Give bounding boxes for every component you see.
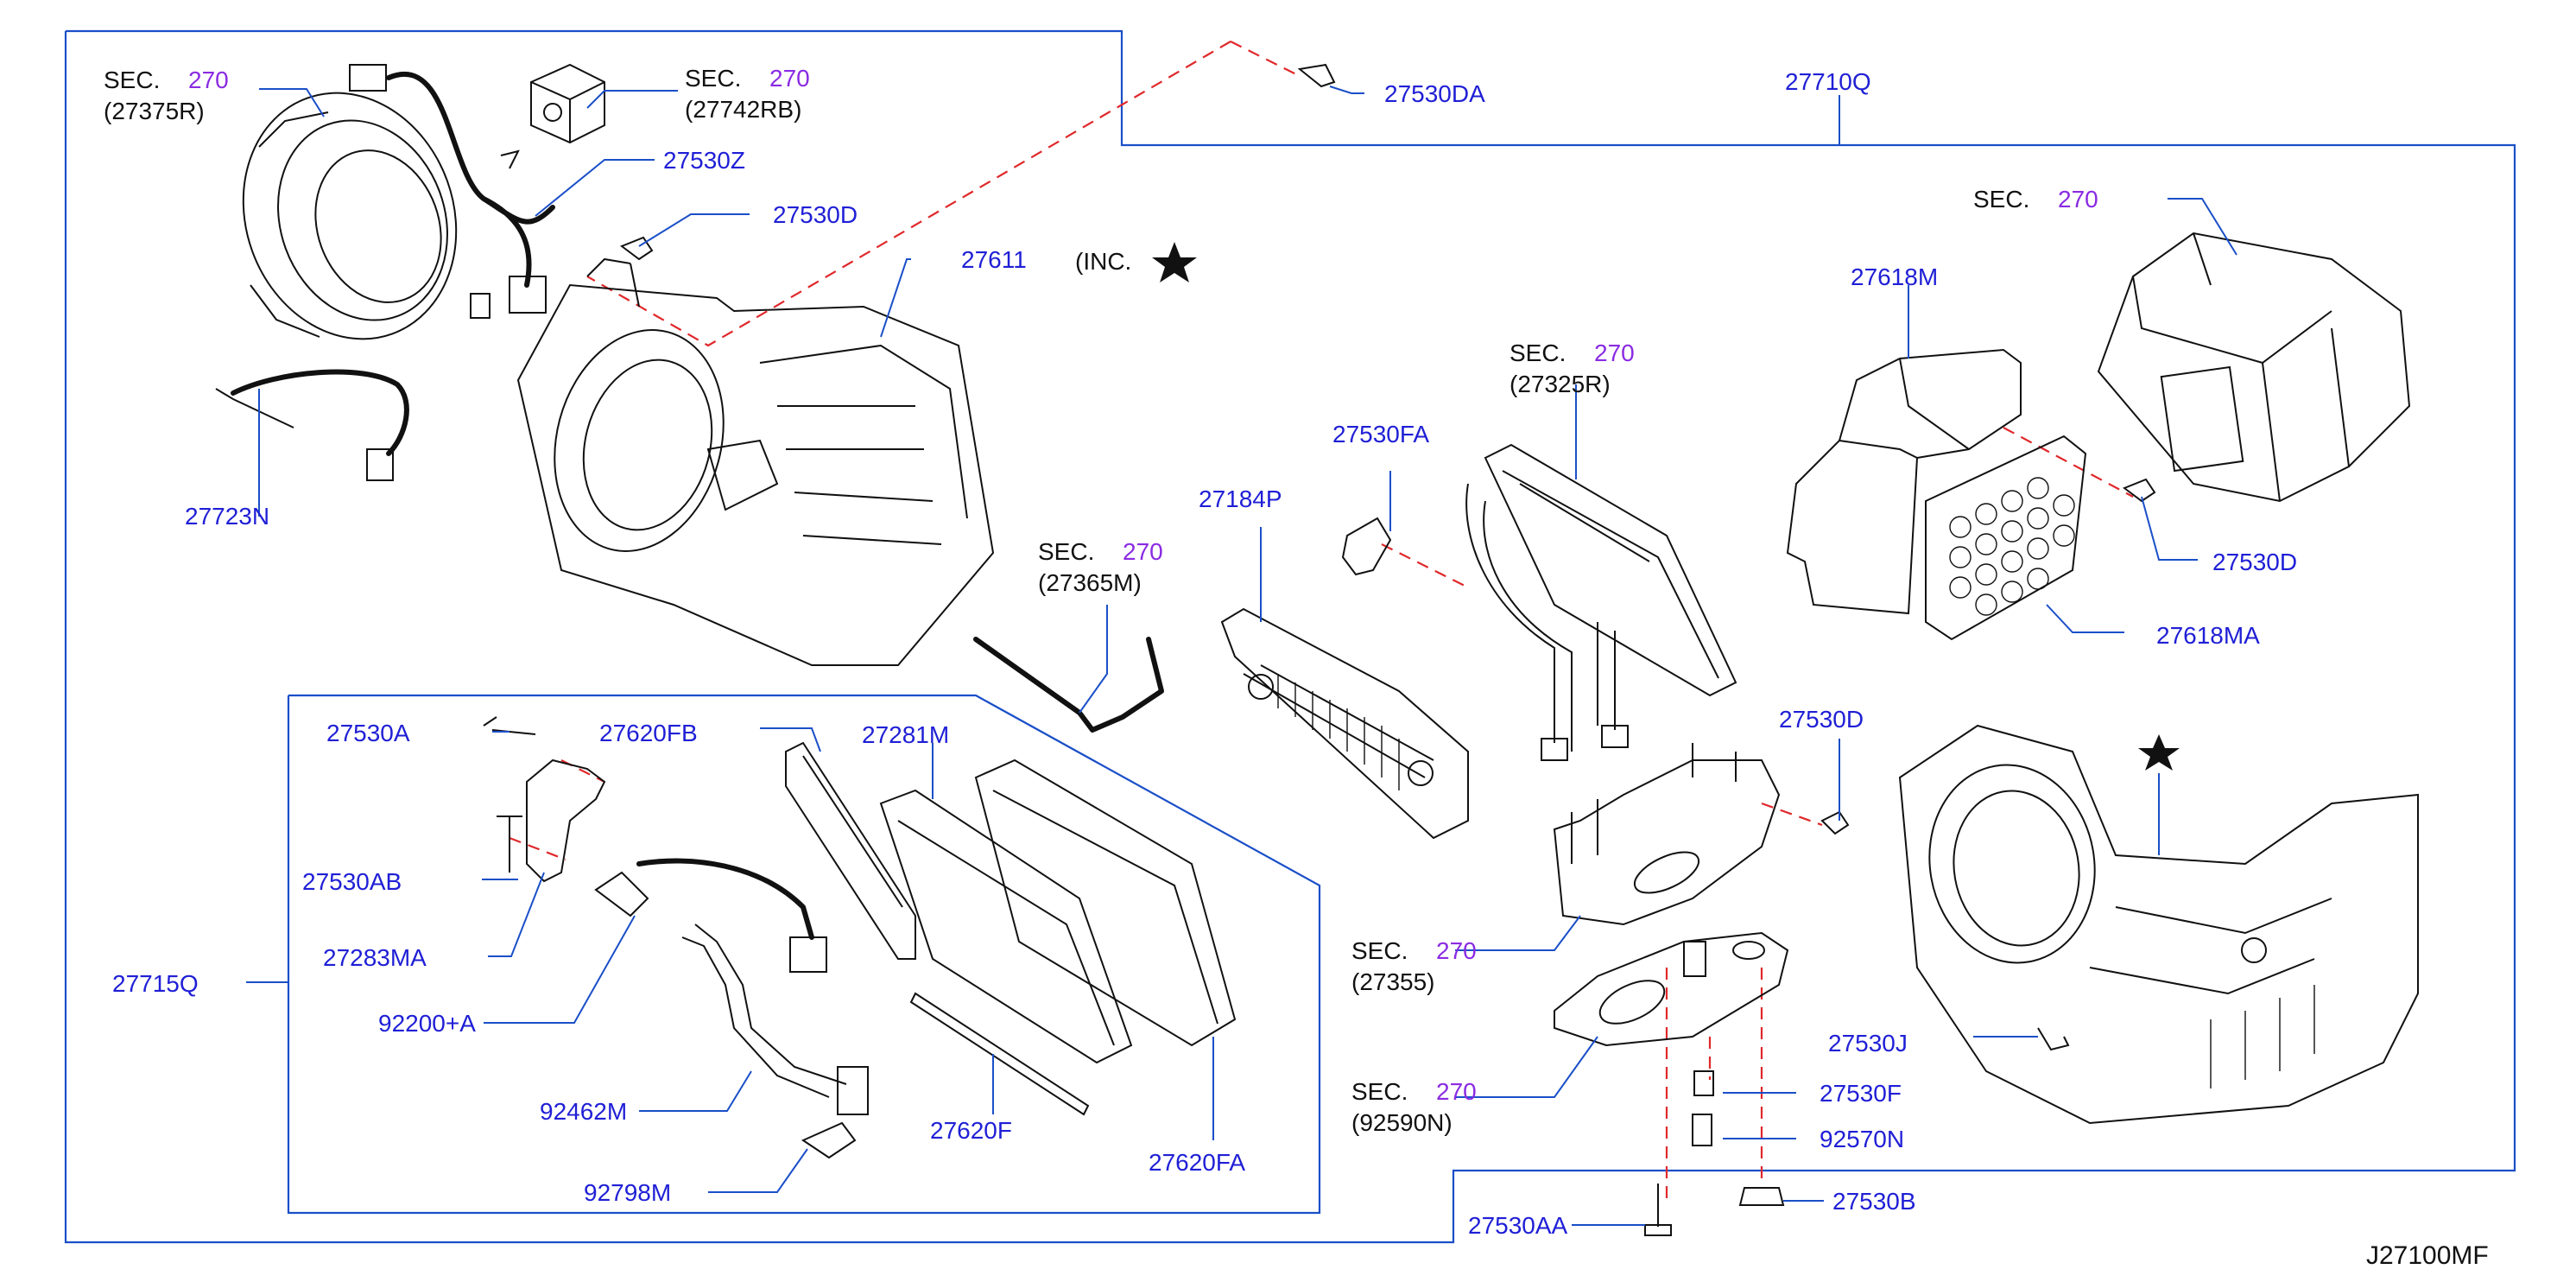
part-label-27530aa: 27530AA bbox=[1468, 1212, 1568, 1239]
part-label-27530fa: 27530FA bbox=[1332, 421, 1429, 447]
part-label-27620f: 27620F bbox=[930, 1117, 1012, 1144]
part-label-92200a: 92200+A bbox=[378, 1010, 476, 1037]
blower-case-27611-drawing bbox=[516, 257, 995, 666]
sec-prefix-27365m: SEC. bbox=[1038, 538, 1094, 565]
bracket-27530fa-drawing bbox=[1341, 517, 1392, 576]
diagram-code: J27100MF bbox=[2366, 1241, 2489, 1270]
assembly-label-27715q: 27715Q bbox=[112, 970, 199, 997]
sec-prefix-27325r: SEC. bbox=[1510, 340, 1566, 366]
part-label-27611: 27611 bbox=[961, 246, 1027, 273]
part-label-27620fb: 27620FB bbox=[599, 720, 698, 746]
sec-prefix-27742rb: SEC. bbox=[685, 65, 741, 92]
sec-number-27325r: 270 bbox=[1594, 340, 1635, 366]
sec-ref-92590n: (92590N) bbox=[1351, 1109, 1453, 1136]
grille-27618ma-drawing bbox=[1925, 435, 2087, 641]
part-label-27530d-mid: 27530D bbox=[1779, 706, 1864, 733]
sec-number-27742rb: 270 bbox=[769, 65, 810, 92]
sec-ref-27365m: (27365M) bbox=[1038, 569, 1142, 596]
seal-27620f-drawing bbox=[909, 992, 1090, 1116]
sec-ref-27325r: (27325R) bbox=[1510, 371, 1611, 397]
rear-blower-kit-drawing bbox=[483, 716, 869, 1159]
sec-prefix-92590n: SEC. bbox=[1351, 1078, 1408, 1105]
sec-prefix-heater: SEC. bbox=[1973, 186, 2029, 213]
heater-unit-sec270-drawing bbox=[2097, 232, 2411, 503]
part-label-27530d-right: 27530D bbox=[2212, 549, 2297, 575]
part-label-27530b: 27530B bbox=[1832, 1188, 1916, 1215]
sec-number-27375r: 270 bbox=[188, 67, 229, 93]
evaporator-27281m-drawing bbox=[879, 789, 1133, 1064]
motor-harness-drawing bbox=[349, 64, 555, 319]
sec-ref-27742rb: (27742RB) bbox=[685, 96, 801, 123]
duct-27618m-drawing bbox=[1786, 348, 2022, 615]
evaporator-27325r-drawing bbox=[1465, 443, 1737, 761]
filter-27620fa-drawing bbox=[974, 758, 1237, 1047]
part-label-27530z: 27530Z bbox=[663, 147, 745, 174]
part-label-27184p: 27184P bbox=[1199, 486, 1282, 512]
part-label-27618ma: 27618MA bbox=[2156, 622, 2260, 649]
part-label-27530ab: 27530AB bbox=[302, 868, 402, 895]
part-label-27530f: 27530F bbox=[1820, 1080, 1902, 1107]
labels: SEC. 270 (27375R) SEC. 270 (27742RB) 275… bbox=[104, 65, 2489, 1270]
sec-prefix-27375r: SEC. bbox=[104, 67, 160, 93]
assembly-dash-lines bbox=[509, 41, 2134, 1201]
part-label-27723n: 27723N bbox=[185, 503, 269, 530]
part-label-27620fa: 27620FA bbox=[1149, 1149, 1245, 1176]
blower-motor-drawing bbox=[242, 92, 458, 340]
part-label-27281m: 27281M bbox=[862, 721, 949, 748]
part-label-27530da: 27530DA bbox=[1384, 80, 1485, 107]
case-27355-drawing bbox=[1553, 743, 1781, 926]
fasteners-drawing bbox=[619, 63, 2156, 1236]
sec-number-92590n: 270 bbox=[1436, 1078, 1477, 1105]
part-label-27530a: 27530A bbox=[326, 720, 410, 746]
sec-number-27355: 270 bbox=[1436, 937, 1477, 964]
assembly-frames bbox=[64, 29, 2516, 1244]
inc-star-icon bbox=[1152, 242, 1197, 282]
sec-number-heater: 270 bbox=[2058, 186, 2098, 213]
filter-27620fb-drawing bbox=[785, 741, 916, 960]
sec-ref-27375r: (27375R) bbox=[104, 98, 205, 124]
sec-prefix-27355: SEC. bbox=[1351, 937, 1408, 964]
kit-27715q-frame bbox=[287, 694, 1321, 1215]
assembly-label-27710q: 27710Q bbox=[1785, 68, 1871, 95]
part-label-27530j: 27530J bbox=[1828, 1030, 1908, 1057]
sec-number-27365m: 270 bbox=[1123, 538, 1163, 565]
actuator-27742rb-drawing bbox=[530, 63, 605, 144]
part-label-92462m: 92462M bbox=[540, 1098, 627, 1125]
drain-92590n-drawing bbox=[1554, 931, 1789, 1047]
part-label-27530d-top: 27530D bbox=[773, 201, 858, 228]
leader-lines bbox=[246, 86, 2237, 1226]
part-label-27283ma: 27283MA bbox=[323, 944, 427, 971]
star-icon bbox=[2138, 734, 2180, 771]
part-label-27618m: 27618M bbox=[1851, 263, 1938, 290]
sec-ref-27355: (27355) bbox=[1351, 968, 1435, 995]
star-marks bbox=[1152, 242, 2180, 771]
inc-note: (INC. bbox=[1075, 248, 1131, 275]
main-outline-frame bbox=[64, 29, 2516, 1244]
part-label-92570n: 92570N bbox=[1820, 1126, 1904, 1152]
part-label-92798m: 92798M bbox=[584, 1179, 671, 1206]
heater-core-27184p-drawing bbox=[1220, 607, 1469, 840]
rear-case-drawing bbox=[1898, 724, 2419, 1125]
refrigerant-pipe-27365m-drawing bbox=[973, 637, 1164, 733]
sensor-harness-27723n-drawing bbox=[215, 369, 409, 481]
